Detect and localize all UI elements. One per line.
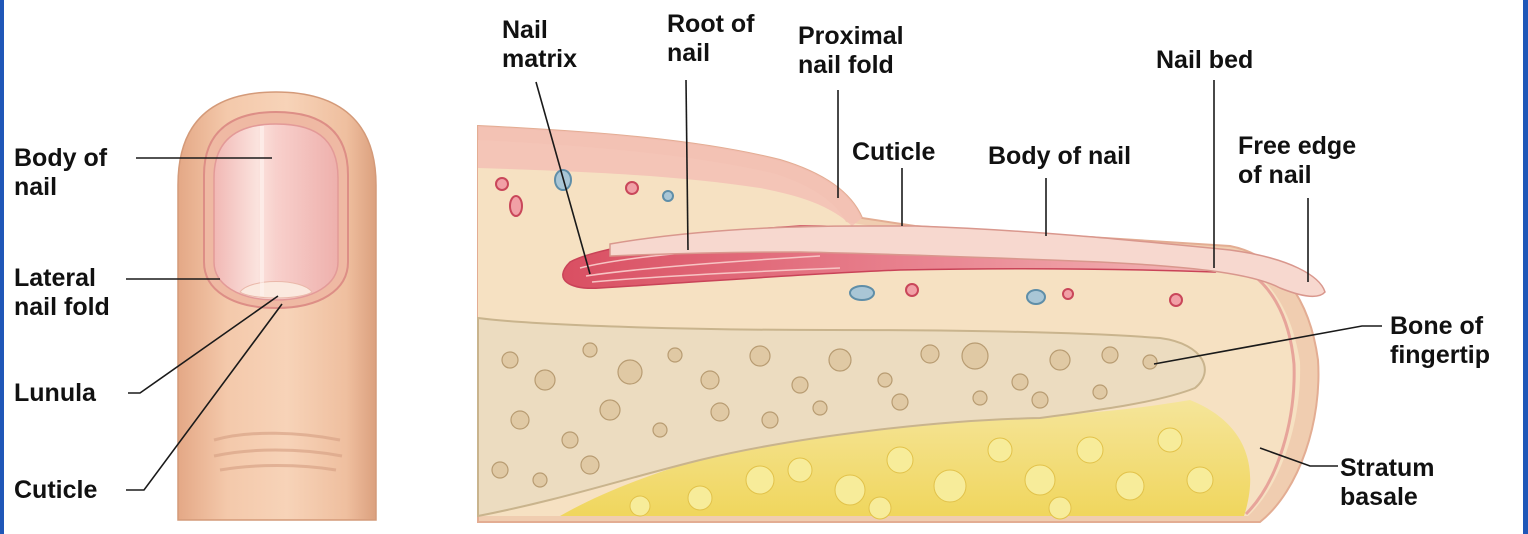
finger-surface-view bbox=[177, 91, 377, 521]
finger-leader-lines bbox=[126, 157, 283, 491]
label-stratum-basale: Stratum basale bbox=[1340, 454, 1435, 511]
label-free-edge-of-nail: Free edge of nail bbox=[1238, 132, 1357, 189]
label-proximal-nail-fold: Proximal nail fold bbox=[798, 22, 904, 79]
label-body-of-nail-section: Body of nail bbox=[988, 142, 1132, 170]
label-lateral-nail-fold: Lateral nail fold bbox=[14, 264, 110, 321]
right-frame-border bbox=[1523, 0, 1528, 534]
bone-pores bbox=[491, 342, 1158, 488]
nail-cross-section bbox=[477, 124, 1326, 523]
label-root-of-nail: Root of nail bbox=[667, 10, 755, 67]
dermal-vessels bbox=[495, 169, 1183, 307]
proximal-nail-fold-shape bbox=[478, 126, 862, 226]
nail-plate bbox=[213, 123, 339, 301]
fat-cells bbox=[629, 427, 1214, 520]
finger-crease bbox=[213, 431, 343, 472]
left-frame-border bbox=[0, 0, 4, 534]
section-leader-lines bbox=[535, 79, 1382, 467]
lunula-shape bbox=[239, 281, 313, 299]
bone-shape bbox=[477, 316, 1206, 518]
label-nail-matrix: Nail matrix bbox=[502, 16, 578, 73]
label-cuticle-left: Cuticle bbox=[14, 476, 98, 504]
label-nail-bed: Nail bed bbox=[1156, 46, 1254, 74]
label-cuticle-section: Cuticle bbox=[852, 138, 936, 166]
label-body-of-nail-left: Body of nail bbox=[14, 144, 108, 201]
label-lunula: Lunula bbox=[14, 379, 96, 407]
label-bone-of-fingertip: Bone of fingertip bbox=[1390, 312, 1490, 369]
nail-plate-section bbox=[609, 225, 1326, 298]
stratum-basale-line bbox=[1227, 260, 1296, 516]
